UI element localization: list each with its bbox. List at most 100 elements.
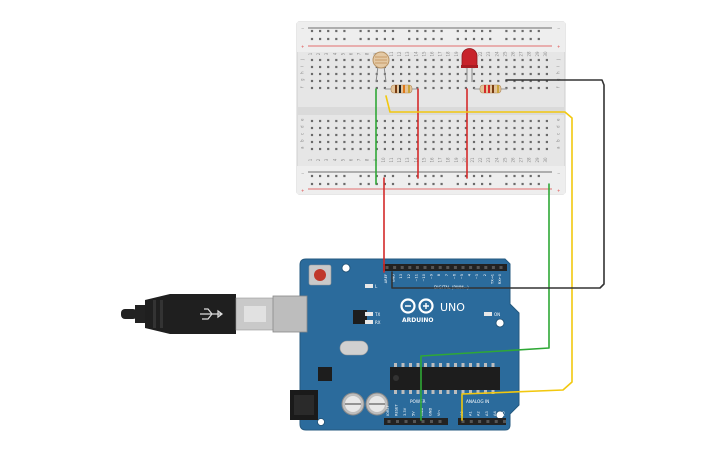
breadboard-hole[interactable]	[497, 140, 500, 144]
breadboard-hole[interactable]	[537, 29, 540, 33]
breadboard-hole[interactable]	[310, 29, 314, 33]
breadboard-hole[interactable]	[440, 65, 443, 69]
breadboard-hole[interactable]	[513, 65, 516, 69]
breadboard-hole[interactable]	[497, 147, 500, 151]
breadboard-hole[interactable]	[391, 37, 395, 41]
breadboard-hole[interactable]	[440, 119, 443, 123]
breadboard-hole[interactable]	[448, 126, 451, 130]
breadboard-hole[interactable]	[529, 37, 532, 41]
header-pin[interactable]	[396, 420, 399, 423]
breadboard-hole[interactable]	[408, 58, 411, 62]
breadboard-hole[interactable]	[391, 147, 395, 151]
breadboard-hole[interactable]	[481, 119, 484, 123]
breadboard-hole[interactable]	[521, 37, 524, 41]
breadboard-hole[interactable]	[513, 133, 516, 137]
breadboard-hole[interactable]	[335, 174, 338, 178]
breadboard-hole[interactable]	[335, 133, 338, 137]
breadboard-hole[interactable]	[464, 133, 467, 137]
breadboard-hole[interactable]	[456, 126, 459, 130]
breadboard-hole[interactable]	[537, 147, 540, 151]
breadboard-hole[interactable]	[472, 147, 476, 151]
breadboard-hole[interactable]	[416, 58, 419, 62]
breadboard-hole[interactable]	[343, 29, 346, 33]
header-pin[interactable]	[469, 420, 473, 423]
breadboard-hole[interactable]	[424, 29, 427, 33]
breadboard-hole[interactable]	[375, 86, 378, 90]
header-pin[interactable]	[387, 420, 391, 423]
breadboard-hole[interactable]	[456, 29, 459, 33]
breadboard-hole[interactable]	[335, 86, 338, 90]
breadboard-hole[interactable]	[335, 72, 338, 76]
breadboard-hole[interactable]	[351, 65, 354, 69]
breadboard-hole[interactable]	[529, 182, 532, 186]
breadboard-hole[interactable]	[513, 58, 516, 62]
breadboard-hole[interactable]	[400, 133, 403, 137]
breadboard-hole[interactable]	[383, 133, 386, 137]
breadboard-hole[interactable]	[359, 174, 362, 178]
breadboard-hole[interactable]	[375, 119, 378, 123]
breadboard-hole[interactable]	[481, 126, 484, 130]
breadboard-hole[interactable]	[456, 133, 459, 137]
breadboard-hole[interactable]	[481, 147, 484, 151]
breadboard-hole[interactable]	[343, 126, 346, 130]
breadboard-hole[interactable]	[489, 119, 492, 123]
breadboard-hole[interactable]	[440, 79, 443, 83]
breadboard-hole[interactable]	[391, 140, 395, 144]
breadboard-hole[interactable]	[513, 79, 516, 83]
breadboard-hole[interactable]	[505, 133, 508, 137]
breadboard-hole[interactable]	[351, 86, 354, 90]
header-pin[interactable]	[423, 266, 427, 269]
breadboard-hole[interactable]	[319, 72, 322, 76]
breadboard-hole[interactable]	[448, 72, 451, 76]
breadboard-hole[interactable]	[424, 37, 427, 41]
breadboard-hole[interactable]	[367, 182, 370, 186]
breadboard-hole[interactable]	[416, 65, 419, 69]
breadboard-hole[interactable]	[537, 79, 540, 83]
header-pin[interactable]	[438, 266, 442, 269]
breadboard-hole[interactable]	[424, 119, 427, 123]
breadboard-hole[interactable]	[400, 58, 403, 62]
breadboard-hole[interactable]	[359, 29, 362, 33]
breadboard-hole[interactable]	[529, 86, 532, 90]
breadboard-hole[interactable]	[327, 58, 330, 62]
breadboard-hole[interactable]	[529, 174, 532, 178]
breadboard-hole[interactable]	[513, 140, 516, 144]
breadboard-hole[interactable]	[545, 79, 548, 83]
breadboard-hole[interactable]	[343, 86, 346, 90]
breadboard-hole[interactable]	[448, 119, 451, 123]
breadboard-hole[interactable]	[408, 133, 411, 137]
breadboard-hole[interactable]	[416, 79, 419, 83]
breadboard-hole[interactable]	[375, 174, 378, 178]
breadboard-hole[interactable]	[367, 86, 370, 90]
breadboard-hole[interactable]	[537, 119, 540, 123]
breadboard-hole[interactable]	[505, 86, 508, 90]
breadboard-hole[interactable]	[310, 133, 314, 137]
breadboard-hole[interactable]	[310, 119, 314, 123]
breadboard-hole[interactable]	[319, 119, 322, 123]
header-pin[interactable]	[446, 266, 450, 269]
breadboard-hole[interactable]	[327, 119, 330, 123]
breadboard-hole[interactable]	[440, 182, 443, 186]
breadboard-hole[interactable]	[545, 58, 548, 62]
breadboard-hole[interactable]	[497, 79, 500, 83]
breadboard-hole[interactable]	[481, 65, 484, 69]
breadboard-hole[interactable]	[359, 58, 362, 62]
breadboard-hole[interactable]	[359, 133, 362, 137]
breadboard-hole[interactable]	[456, 58, 459, 62]
breadboard-hole[interactable]	[408, 182, 411, 186]
breadboard-hole[interactable]	[537, 86, 540, 90]
breadboard-hole[interactable]	[513, 37, 516, 41]
breadboard-hole[interactable]	[375, 29, 378, 33]
breadboard-hole[interactable]	[529, 126, 532, 130]
reset-button[interactable]	[308, 264, 332, 286]
wire-black-digital[interactable]	[391, 79, 605, 289]
breadboard-hole[interactable]	[391, 133, 395, 137]
breadboard-hole[interactable]	[343, 133, 346, 137]
breadboard-hole[interactable]	[335, 140, 338, 144]
breadboard-hole[interactable]	[521, 182, 524, 186]
breadboard-hole[interactable]	[335, 58, 338, 62]
breadboard-hole[interactable]	[464, 29, 467, 33]
breadboard-hole[interactable]	[537, 58, 540, 62]
breadboard-hole[interactable]	[521, 29, 524, 33]
breadboard-hole[interactable]	[351, 147, 354, 151]
